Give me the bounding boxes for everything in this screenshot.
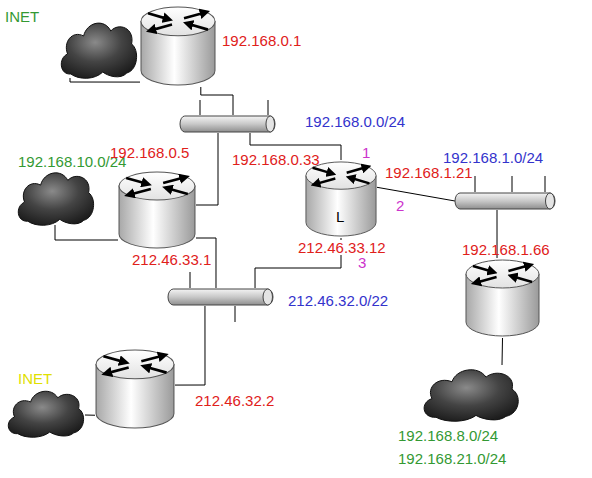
router-arrow	[106, 367, 129, 373]
router-icon	[95, 348, 175, 430]
router-arrow	[163, 177, 186, 183]
bus-tap	[200, 100, 201, 115]
router-arrow	[350, 178, 370, 184]
bus-tap	[235, 306, 236, 322]
network-label: INET	[18, 371, 52, 386]
cloud-shape	[424, 370, 518, 422]
subnet-label: 212.46.32.0/22	[288, 293, 388, 308]
interface-address: 192.168.0.1	[222, 33, 301, 48]
router-icon	[118, 170, 196, 250]
router-arrow	[126, 178, 148, 184]
router-top	[119, 172, 195, 200]
interface-address: 192.168.0.5	[110, 145, 189, 160]
router-arrow	[144, 366, 166, 372]
router-arrow	[508, 265, 530, 271]
router-icon	[140, 5, 216, 87]
router-arrow	[128, 189, 151, 195]
router-node: 192.168.0.5212.46.33.1	[118, 170, 196, 250]
router-node: 192.168.0.1	[140, 5, 216, 87]
network-link	[175, 306, 205, 385]
router-arrow	[511, 276, 532, 282]
network-node: 192.168.10.0/24	[15, 168, 95, 225]
router-arrow	[150, 24, 172, 30]
bus-tap	[545, 176, 546, 192]
network-link	[85, 415, 95, 416]
network-cloud	[15, 168, 95, 225]
router-top	[466, 260, 539, 288]
cloud-shape	[61, 23, 136, 78]
router-arrow	[141, 355, 164, 361]
router-arrow	[473, 266, 494, 272]
ethernet-segment	[168, 288, 273, 306]
port-number: 1	[362, 145, 370, 160]
bus-tap	[475, 176, 476, 192]
network-label: 192.168.8.0/24	[398, 428, 498, 443]
network-node: INET	[5, 387, 85, 437]
router-arrow	[475, 277, 497, 283]
bus-end	[546, 193, 555, 209]
interface-address: 192.168.1.21	[385, 165, 473, 180]
router-node: 192.168.1.66	[465, 258, 540, 338]
bus-body	[168, 289, 273, 305]
cloud-shape	[18, 173, 93, 225]
bus-body	[455, 193, 555, 209]
bus-tap	[268, 100, 269, 115]
network-node: INET	[58, 18, 138, 78]
network-link	[377, 187, 455, 201]
router-arrow	[184, 12, 206, 18]
network-node: 192.168.8.0/24192.168.21.0/24	[420, 365, 520, 421]
router-icon	[465, 258, 540, 338]
router-arrow	[103, 356, 125, 362]
cloud-shape	[8, 391, 83, 437]
router-arrow	[148, 13, 169, 19]
interface-address: 192.168.0.33	[232, 152, 320, 167]
network-cloud	[5, 387, 85, 437]
router-top	[141, 7, 215, 36]
router-name: L	[336, 209, 344, 224]
bus-end	[263, 289, 272, 305]
bus-tap	[512, 176, 513, 192]
router-node: L192.168.0.33192.168.1.21212.46.33.12	[305, 160, 377, 238]
bus-body	[180, 116, 275, 132]
network-link	[201, 87, 233, 115]
ethernet-segment	[455, 192, 555, 210]
interface-address: 212.46.33.1	[132, 252, 211, 267]
network-cloud	[58, 18, 138, 78]
router-arrow	[347, 167, 368, 173]
interface-address: 212.46.33.12	[298, 240, 386, 255]
port-number: 2	[396, 198, 404, 213]
segment-node: 192.168.1.0/24	[455, 192, 555, 210]
router-top	[96, 350, 174, 379]
network-link	[502, 338, 504, 365]
router-arrow	[313, 168, 333, 174]
network-link	[70, 78, 140, 82]
router-node: 212.46.32.2	[95, 348, 175, 430]
segment-node: 192.168.0.0/24	[180, 115, 275, 133]
subnet-label: 192.168.1.0/24	[443, 150, 543, 165]
interface-address: 192.168.1.66	[462, 242, 550, 257]
interface-address: 212.46.32.2	[195, 393, 274, 408]
bus-tap	[190, 272, 191, 288]
ethernet-segment	[180, 115, 275, 133]
network-label: INET	[5, 9, 39, 24]
bus-end	[266, 116, 275, 132]
router-arrow	[314, 179, 335, 185]
network-link	[55, 225, 118, 240]
segment-node: 212.46.32.0/22	[168, 288, 273, 306]
router-arrow	[187, 23, 208, 29]
port-number: 3	[358, 255, 366, 270]
subnet-label: 192.168.0.0/24	[305, 114, 405, 129]
network-cloud	[420, 365, 520, 421]
router-icon	[305, 160, 377, 238]
network-label: 192.168.21.0/24	[398, 451, 506, 466]
router-arrow	[166, 188, 188, 194]
network-link	[196, 133, 218, 205]
